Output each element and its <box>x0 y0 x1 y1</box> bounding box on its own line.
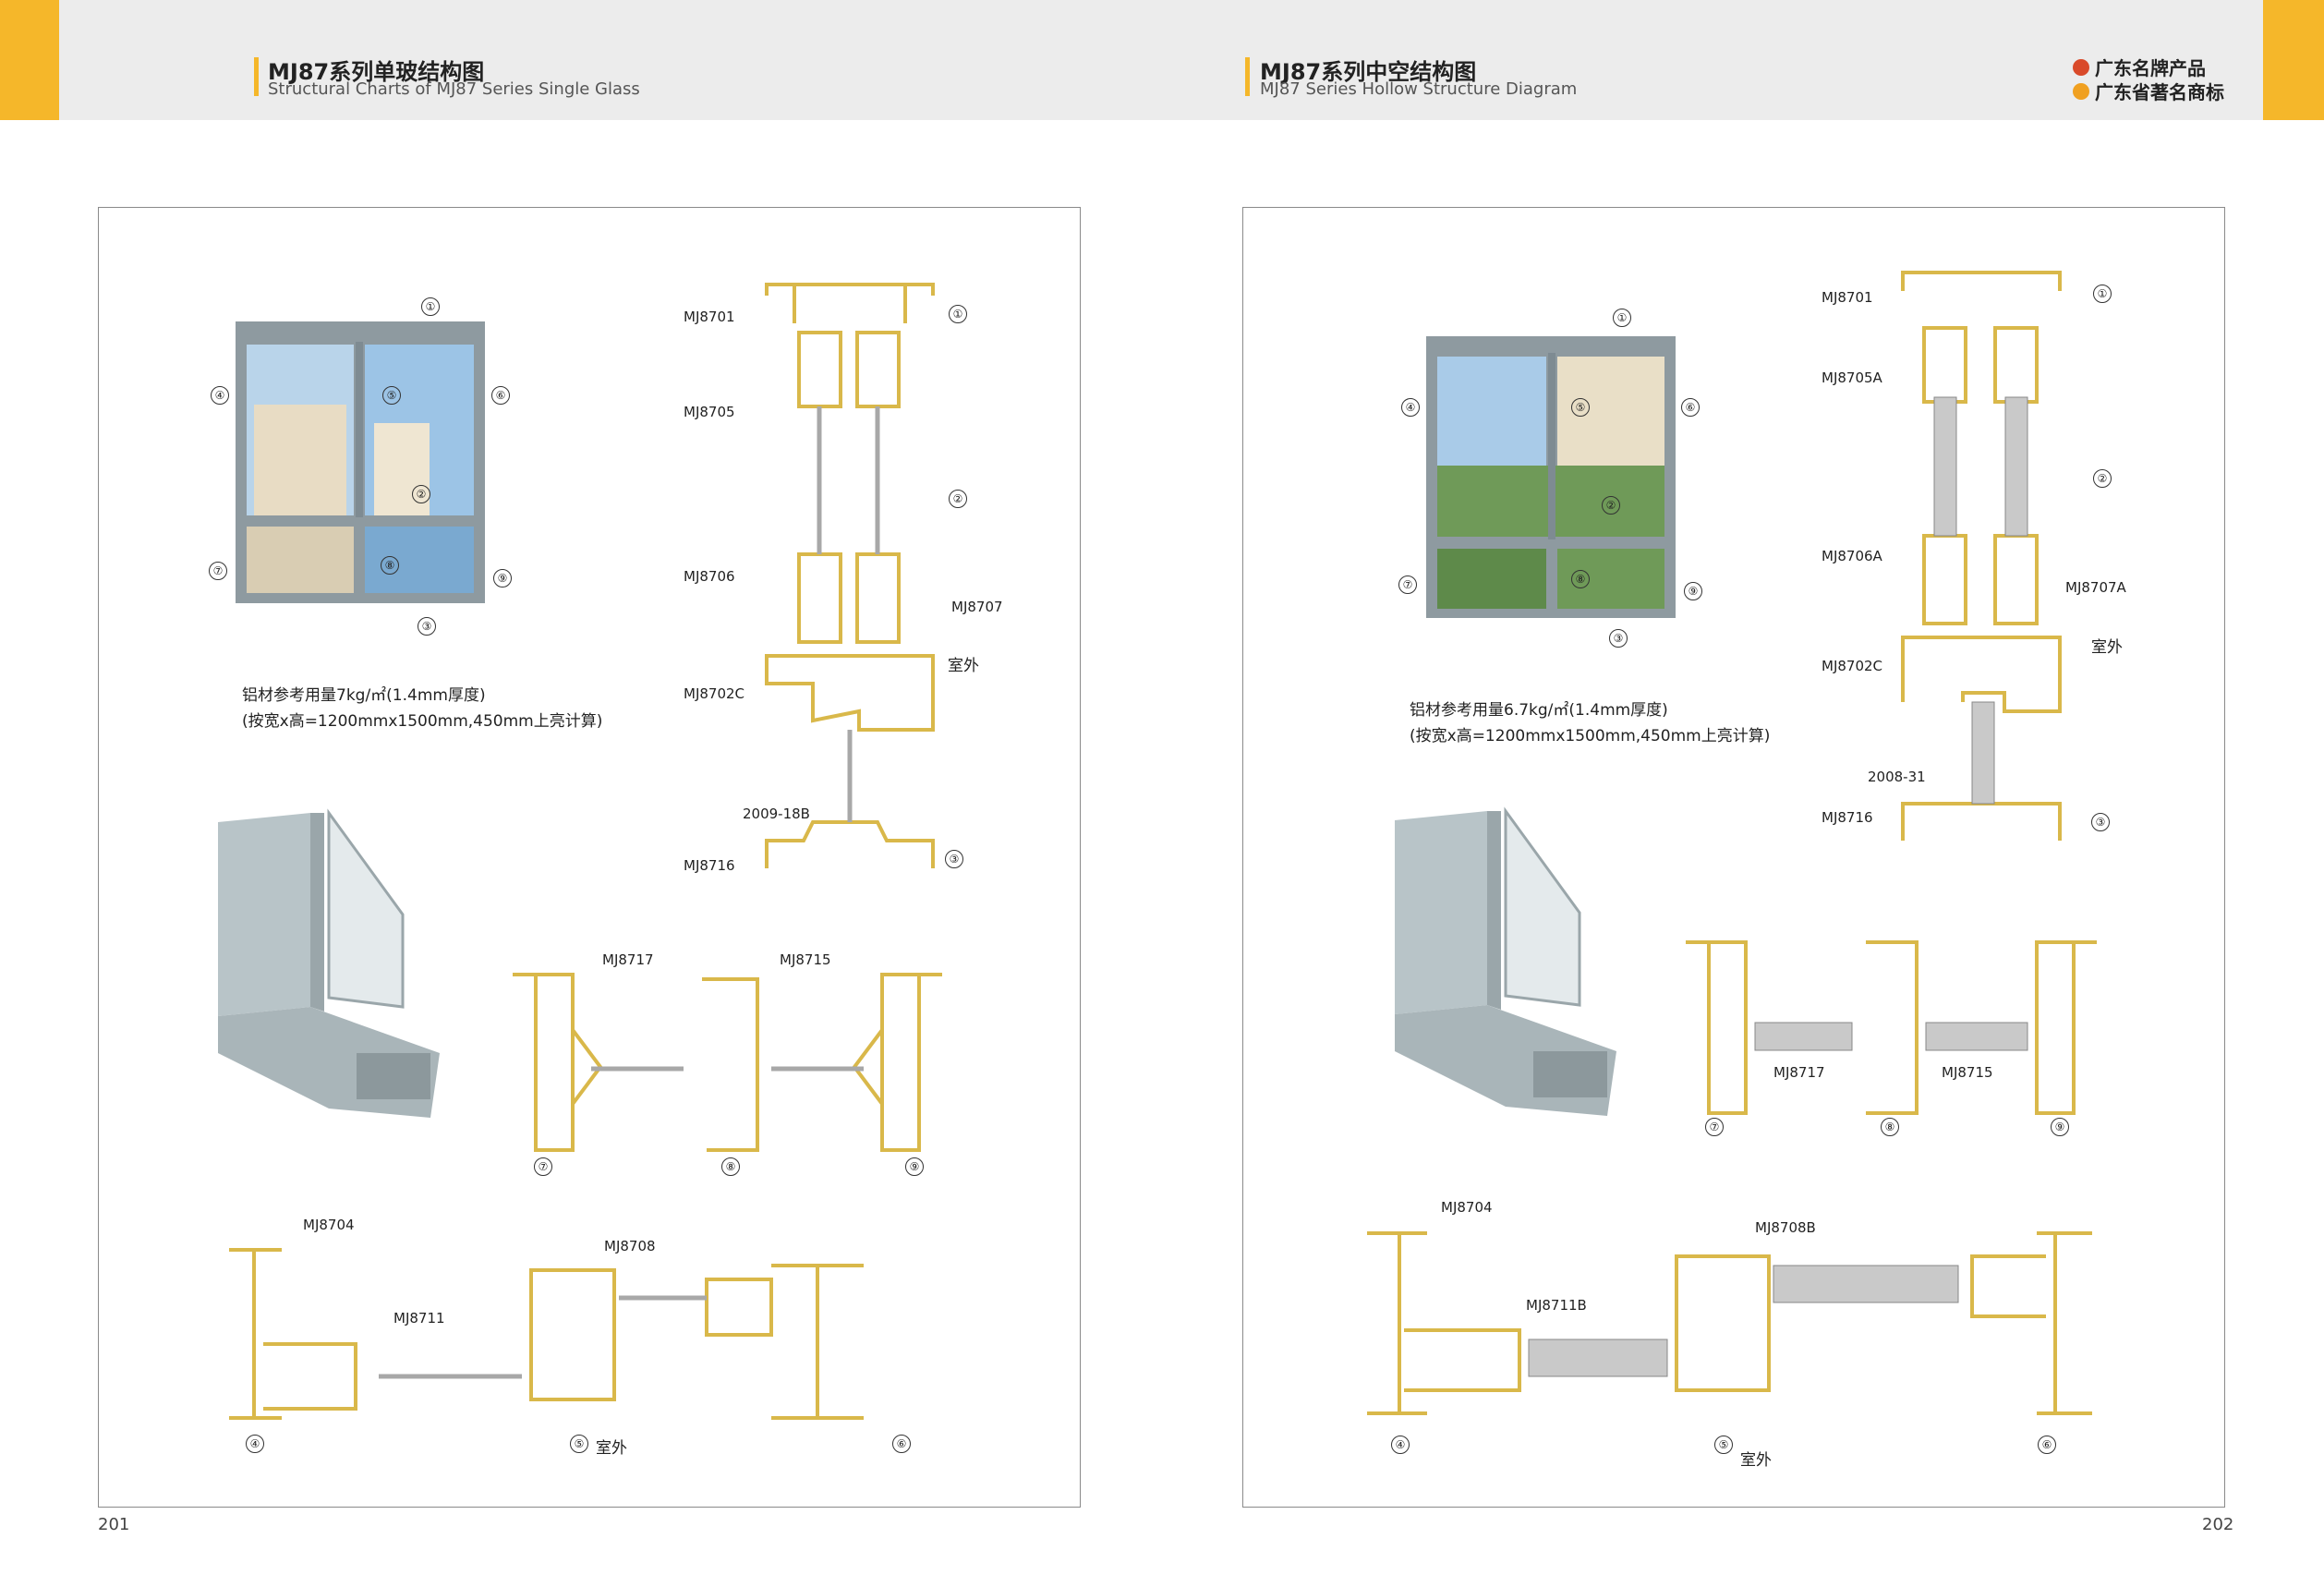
left-material-note: 铝材参考用量7kg/㎡(1.4mm厚度) <box>242 686 486 705</box>
label-left-p5: MJ8702C <box>684 685 745 702</box>
label-right-p4: MJ8707A <box>2065 579 2126 596</box>
brand-badge-icon <box>2073 58 2089 76</box>
label-left-p1: MJ8701 <box>684 309 735 325</box>
label-left-p3: MJ8706 <box>684 568 735 585</box>
right-corner-profile-photo <box>1395 806 1616 1116</box>
right-marker-3: ③ <box>1609 629 1628 648</box>
left-bot-marker-4: ④ <box>246 1435 264 1453</box>
label-right-p11: MJ8708B <box>1755 1219 1816 1236</box>
right-page-title: MJ87系列中空结构图 <box>1260 59 1477 85</box>
right-marker-8: ⑧ <box>1571 570 1590 588</box>
left-vsec-marker-3: ③ <box>945 850 963 868</box>
label-left-p10: MJ8704 <box>303 1217 355 1233</box>
brand-line-2: 广东省著名商标 <box>2073 78 2224 104</box>
right-calc-note: (按宽x高=1200mmx1500mm,450mm上亮计算) <box>1410 727 1771 745</box>
right-vertical-section <box>1901 271 2062 841</box>
label-right-p10: MJ8704 <box>1441 1199 1493 1216</box>
marker-7: ⑦ <box>209 562 227 580</box>
right-bottom-section <box>1367 1231 2092 1415</box>
label-left-p12: MJ8711 <box>393 1310 445 1327</box>
right-edge-tab <box>2263 0 2324 120</box>
label-left-p2: MJ8705 <box>684 404 735 420</box>
left-mid-marker-8: ⑧ <box>721 1157 740 1176</box>
right-marker-2: ② <box>1602 496 1620 515</box>
label-right-outdoor: 室外 <box>2091 638 2123 657</box>
right-marker-1: ① <box>1613 309 1631 327</box>
left-mid-section <box>513 973 942 1152</box>
label-left-p6: 2009-18B <box>743 806 810 822</box>
label-left-outdoor-2: 室外 <box>596 1439 627 1458</box>
label-left-p7: MJ8716 <box>684 857 735 874</box>
left-mid-marker-7: ⑦ <box>534 1157 552 1176</box>
right-marker-5: ⑤ <box>1571 398 1590 417</box>
page-header <box>0 0 2324 120</box>
left-page-subtitle: Structural Charts of MJ87 Series Single … <box>268 79 640 99</box>
right-vsec-marker-2: ② <box>2093 469 2112 488</box>
label-right-p8: MJ8717 <box>1773 1064 1825 1081</box>
label-right-p6: 2008-31 <box>1868 769 1926 785</box>
marker-4: ④ <box>211 386 229 405</box>
left-window-illustration <box>236 321 485 603</box>
label-left-outdoor: 室外 <box>948 657 979 675</box>
label-right-outdoor-2: 室外 <box>1740 1451 1772 1470</box>
left-vertical-section <box>765 283 935 868</box>
right-mid-marker-7: ⑦ <box>1705 1118 1724 1136</box>
marker-8: ⑧ <box>381 556 399 575</box>
label-right-p1: MJ8701 <box>1822 289 1873 306</box>
label-left-p8: MJ8717 <box>602 951 654 968</box>
marker-1: ① <box>421 297 440 316</box>
right-mid-marker-8: ⑧ <box>1881 1118 1899 1136</box>
left-page-number: 201 <box>98 1515 130 1534</box>
label-left-p9: MJ8715 <box>780 951 831 968</box>
left-calc-note: (按宽x高=1200mmx1500mm,450mm上亮计算) <box>242 712 603 731</box>
right-bot-marker-5: ⑤ <box>1714 1436 1733 1454</box>
right-mid-marker-9: ⑨ <box>2051 1118 2069 1136</box>
label-left-p11: MJ8708 <box>604 1238 656 1254</box>
brand-text-1: 广东名牌产品 <box>2095 57 2206 79</box>
left-mid-marker-9: ⑨ <box>905 1157 924 1176</box>
label-right-p9: MJ8715 <box>1942 1064 1993 1081</box>
left-vsec-marker-1: ① <box>949 305 967 323</box>
marker-5: ⑤ <box>382 386 401 405</box>
right-page-number: 202 <box>2202 1515 2234 1534</box>
right-bot-marker-4: ④ <box>1391 1436 1410 1454</box>
right-marker-9: ⑨ <box>1684 582 1702 600</box>
right-page-subtitle: MJ87 Series Hollow Structure Diagram <box>1260 79 1578 99</box>
marker-3: ③ <box>418 617 436 636</box>
label-right-p2: MJ8705A <box>1822 369 1882 386</box>
right-mid-section <box>1686 940 2097 1115</box>
label-right-p7: MJ8716 <box>1822 809 1873 826</box>
left-page-title: MJ87系列单玻结构图 <box>268 59 485 85</box>
label-right-p5: MJ8702C <box>1822 658 1883 674</box>
brand-text-2: 广东省著名商标 <box>2095 81 2224 103</box>
marker-9: ⑨ <box>493 569 512 588</box>
left-bot-marker-6: ⑥ <box>892 1435 911 1453</box>
right-window-illustration <box>1426 336 1676 618</box>
left-vsec-marker-2: ② <box>949 490 967 508</box>
label-right-p12: MJ8711B <box>1526 1297 1587 1314</box>
right-marker-7: ⑦ <box>1398 575 1417 594</box>
right-title-bar <box>1245 57 1250 96</box>
left-edge-tab <box>0 0 59 120</box>
marker-2: ② <box>412 485 430 503</box>
right-vsec-marker-3: ③ <box>2091 813 2110 831</box>
left-bottom-section <box>229 1248 864 1420</box>
trademark-badge-icon <box>2073 82 2089 100</box>
label-right-p3: MJ8706A <box>1822 548 1882 564</box>
marker-6: ⑥ <box>491 386 510 405</box>
right-bot-marker-6: ⑥ <box>2038 1436 2056 1454</box>
right-marker-4: ④ <box>1401 398 1420 417</box>
left-title-bar <box>254 57 259 96</box>
left-corner-profile-photo <box>218 808 440 1118</box>
right-material-note: 铝材参考用量6.7kg/㎡(1.4mm厚度) <box>1410 701 1668 720</box>
label-left-p4: MJ8707 <box>951 599 1003 615</box>
left-bot-marker-5: ⑤ <box>570 1435 588 1453</box>
right-vsec-marker-1: ① <box>2093 285 2112 303</box>
brand-line-1: 广东名牌产品 <box>2073 54 2206 80</box>
right-marker-6: ⑥ <box>1681 398 1700 417</box>
